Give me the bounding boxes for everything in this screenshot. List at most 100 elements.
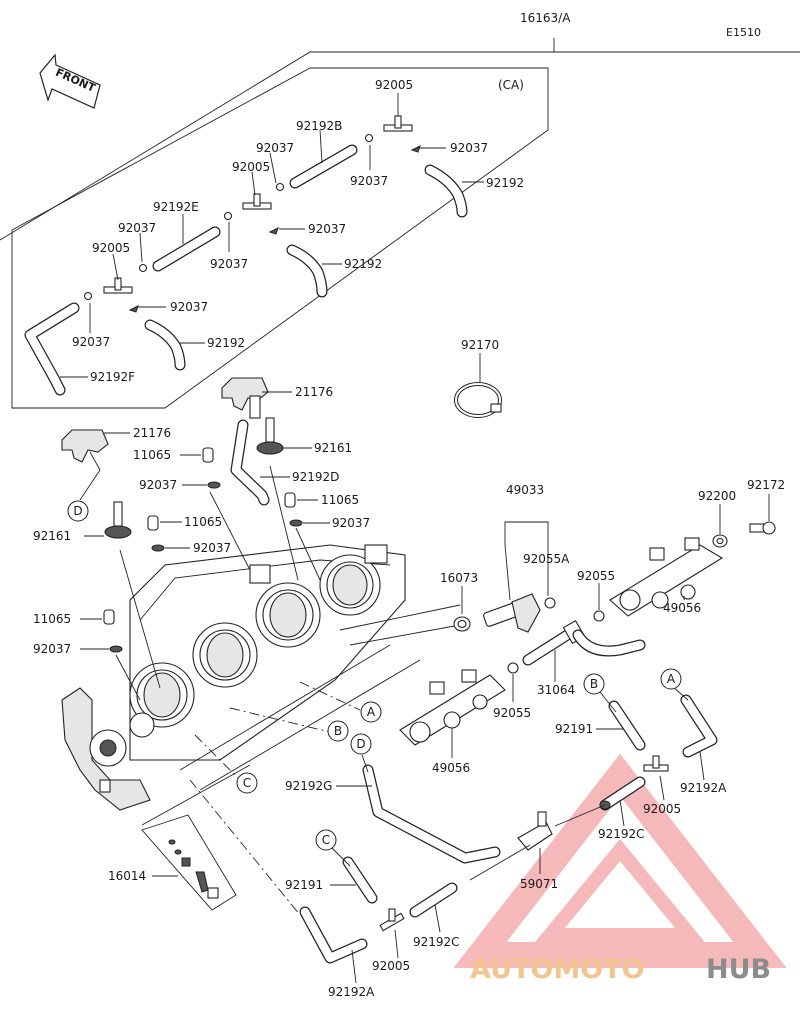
screw-set-16014 [141,814,237,911]
part-label: 92192A [328,985,375,999]
watermark-logo-icon [453,753,787,968]
svg-text:D: D [73,504,82,518]
part-label: 11065 [33,612,71,626]
sensor-21176-left [61,429,130,463]
callout-circle: B [583,673,605,695]
callouts: D A B C B A D C [67,500,682,851]
part-label: 92192G [285,779,332,793]
callout-circle: C [236,772,258,794]
callout-circle: C [315,829,337,851]
svg-text:C: C [322,833,330,847]
hose-92192D [230,419,290,506]
hose-92191-upper [596,691,646,751]
part-label: 49033 [506,483,544,497]
front-arrow-icon: FRONT [39,53,101,109]
part-label: 11065 [184,515,222,529]
part-label: 92037 [118,221,156,235]
part-label: 92037 [139,478,177,492]
svg-text:C: C [243,776,251,790]
part-label: 16073 [440,571,478,585]
plug-92161-right [256,417,312,455]
plug-92161-left [84,501,132,539]
hose-92192A-upper [671,685,718,781]
part-label: 16014 [108,869,146,883]
part-label: 59071 [520,877,558,891]
part-label: 92037 [256,141,294,155]
part-label: 92172 [747,478,785,492]
part-label: 92192D [292,470,339,484]
svg-text:A: A [667,672,676,686]
part-label: 92161 [314,441,352,455]
pipe-92192C-lower [409,882,458,933]
svg-text:B: B [334,724,342,738]
svg-text:A: A [367,705,376,719]
part-label: 92037 [308,222,346,236]
assembly-number: 16163/A [520,11,571,25]
callout-circle: D [350,733,372,755]
part-label: 92037 [332,516,370,530]
o-rings-92055 [507,583,605,702]
part-label: 92192C [413,935,460,949]
part-label: 11065 [133,448,171,462]
ca-hose-kit [24,93,484,396]
watermark-text-2: HUB [706,954,771,985]
tee-59071 [469,804,606,881]
fitting-92005-right [643,755,669,801]
part-label: 92005 [232,160,270,174]
fuel-rail-49056-lower [399,669,506,758]
part-label: 11065 [321,493,359,507]
part-label: 92192B [296,119,342,133]
part-label: 92200 [698,489,736,503]
callout-circle: A [360,701,382,723]
caps-11065 [80,447,330,653]
callout-circle: A [660,668,682,690]
part-label: 92037 [210,257,248,271]
part-label: 92192F [90,370,135,384]
part-label: 92005 [92,241,130,255]
svg-text:B: B [590,677,598,691]
frame [0,38,800,409]
hose-92191-lower [330,847,378,904]
injector-49033 [483,521,556,633]
part-label: 21176 [295,385,333,399]
callout-circle: D [67,500,89,522]
part-label: 21176 [133,426,171,440]
part-label: 92192C [598,827,645,841]
clamp-92170 [454,353,502,418]
throttle-body-assembly [61,451,461,916]
seal-16073 [453,586,471,632]
pipe-92192C-right [599,776,646,827]
watermark: AUTOMOTO HUB [470,954,771,985]
part-label: 92192E [153,200,199,214]
washer-92200 [712,504,728,548]
diagram-code: E1510 [726,26,761,39]
part-label: 92191 [555,722,593,736]
part-label: 92055 [577,569,615,583]
sensor-21176-right [221,377,292,419]
part-label: 92005 [372,959,410,973]
part-label: 92037 [170,300,208,314]
part-label: 92161 [33,529,71,543]
fuel-rail-49056-upper [609,537,724,617]
part-label: 92170 [461,338,499,352]
part-labels: 92005 92192B 92037 92037 92037 92192 920… [33,78,785,999]
pipe-31064 [522,619,646,682]
bolt-92172 [749,494,776,535]
part-label: 49056 [432,761,470,775]
part-label: 92037 [450,141,488,155]
part-label: 92037 [72,335,110,349]
part-label: 92192 [207,336,245,350]
part-label: 92037 [193,541,231,555]
fitting-92005-lower [379,908,405,959]
part-label: 92037 [33,642,71,656]
ca-label: (CA) [498,78,524,92]
callout-circle: B [327,720,349,742]
svg-text:D: D [356,737,365,751]
part-label: 92192 [486,176,524,190]
part-label: 92037 [350,174,388,188]
hose-92192G [336,754,501,864]
part-label: 92055A [523,552,570,566]
part-label: 31064 [537,683,575,697]
part-label: 92192A [680,781,727,795]
